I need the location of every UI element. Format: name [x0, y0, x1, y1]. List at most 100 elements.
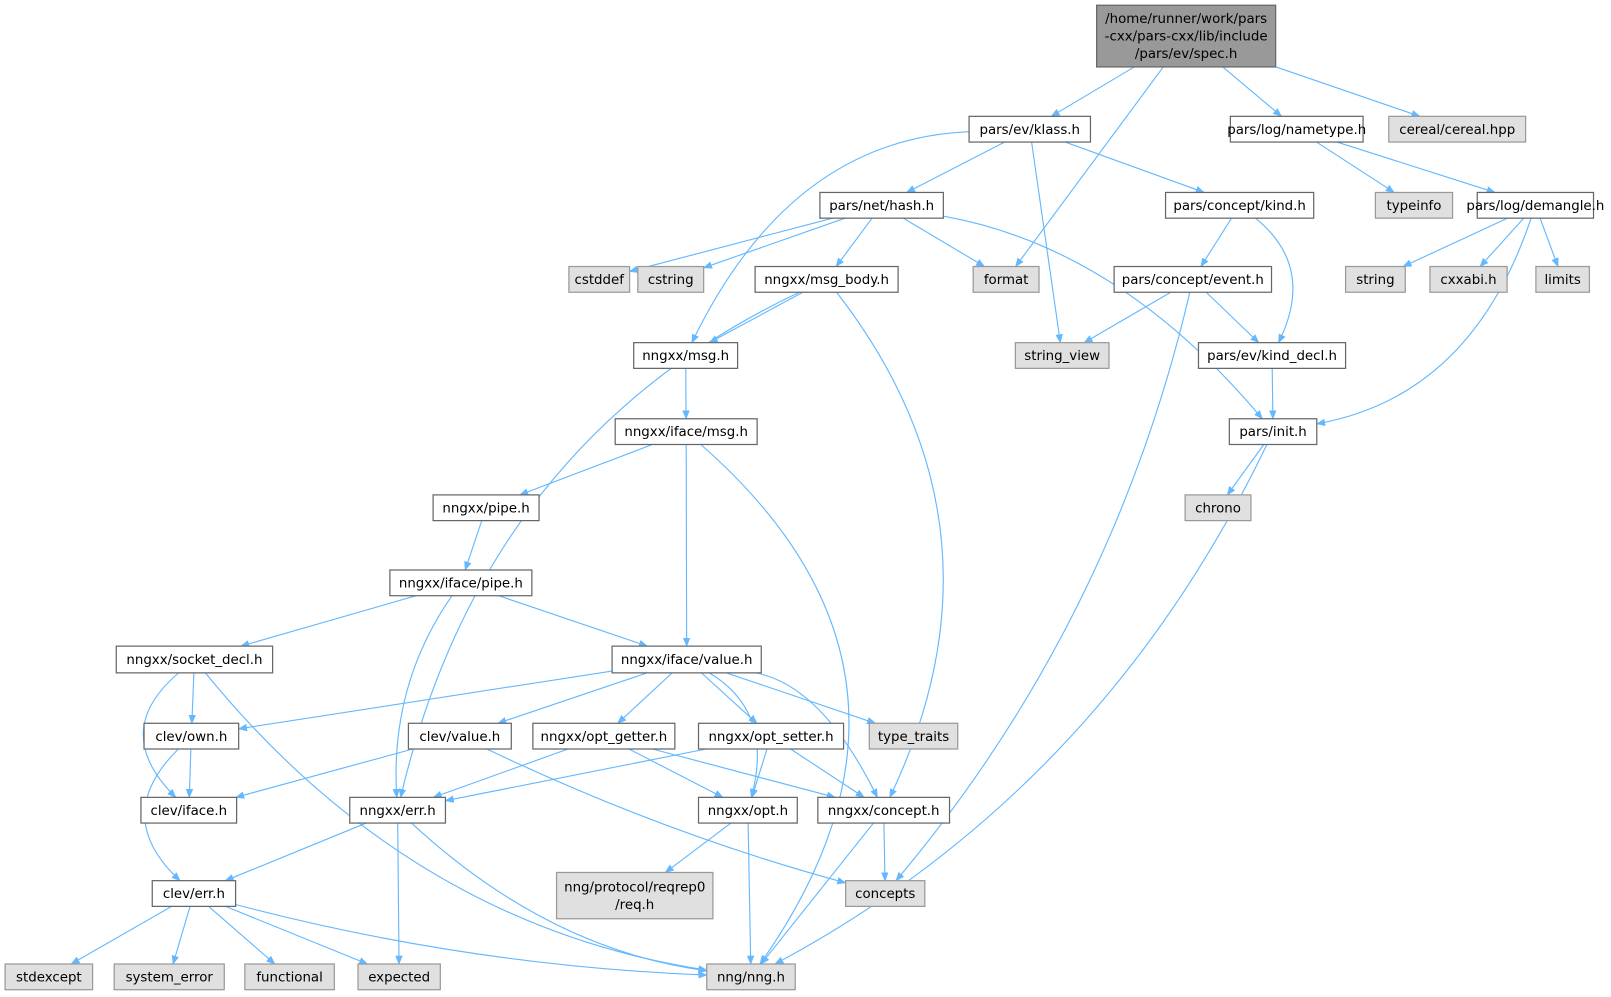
node-label: nngxx/err.h — [360, 804, 436, 819]
node-init[interactable]: pars/init.h — [1228, 418, 1318, 446]
node-box — [1535, 265, 1591, 293]
node-spec[interactable]: /home/runner/work/pars-cxx/pars-cxx/lib/… — [1096, 4, 1277, 68]
node-iface[interactable]: clev/iface.h — [140, 796, 238, 824]
edge-hash-to-format — [902, 217, 986, 268]
node-opt[interactable]: nngxx/opt.h — [697, 796, 798, 824]
node-box — [1429, 265, 1508, 293]
node-type-traits[interactable]: type_traits — [868, 722, 959, 750]
node-value[interactable]: clev/value.h — [407, 722, 512, 750]
node-label: clev/iface.h — [150, 804, 227, 819]
node-label: nngxx/concept.h — [828, 804, 940, 819]
node-cereal[interactable]: cereal/cereal.hpp — [1388, 115, 1527, 143]
node-box — [697, 796, 798, 824]
edge-init-to-chrono — [1226, 444, 1265, 496]
node-label: cereal/cereal.hpp — [1399, 123, 1515, 138]
node-iface-msg[interactable]: nngxx/iface/msg.h — [614, 418, 758, 446]
node-cxxabi[interactable]: cxxabi.h — [1429, 265, 1508, 293]
node-box — [407, 722, 512, 750]
edge-hash-to-cstddef — [628, 217, 833, 273]
node-expected[interactable]: expected — [357, 963, 441, 991]
node-box — [972, 265, 1040, 293]
node-demangle[interactable]: pars/log/demangle.h — [1466, 191, 1604, 219]
node-event[interactable]: pars/concept/event.h — [1113, 265, 1273, 293]
edge-hash-to-init — [943, 215, 1263, 420]
edge-demangle-to-cxxabi — [1479, 217, 1525, 268]
node-box — [113, 963, 225, 991]
node-nng-req[interactable]: nng/protocol/reqrep0/req.h — [555, 871, 714, 920]
node-string[interactable]: string — [1344, 265, 1406, 293]
node-msg-body[interactable]: nngxx/msg_body.h — [754, 265, 899, 293]
node-concept[interactable]: nngxx/concept.h — [817, 796, 951, 824]
edge-demangle-to-init — [1315, 217, 1532, 427]
node-label: typeinfo — [1387, 199, 1442, 214]
node-label: nngxx/opt_setter.h — [708, 730, 833, 745]
edge-demangle-to-limits — [1539, 217, 1559, 268]
node-box — [1476, 191, 1595, 219]
node-msg[interactable]: nngxx/msg.h — [633, 342, 739, 369]
node-box — [637, 265, 705, 293]
node-box — [817, 796, 951, 824]
node-kind-decl[interactable]: pars/ev/kind_decl.h — [1197, 342, 1347, 369]
node-label: stdexcept — [16, 970, 82, 985]
node-box — [614, 418, 758, 446]
edge-hash-to-msg_body — [835, 217, 873, 268]
edge-iface_value-to-type_traits — [726, 672, 877, 725]
node-label: concepts — [855, 887, 915, 902]
edge-demangle-to-string — [1402, 217, 1508, 268]
node-string-view[interactable]: string_view — [1014, 342, 1110, 369]
node-nng[interactable]: nng/nng.h — [706, 963, 796, 991]
node-label: functional — [256, 970, 322, 985]
node-label: string — [1356, 273, 1394, 288]
node-label: nng/protocol/reqrep0 — [564, 880, 705, 895]
node-box — [754, 265, 899, 293]
node-box — [697, 722, 845, 750]
edge-kind-to-event — [1200, 217, 1232, 268]
edge-concept-to-nng — [760, 822, 874, 965]
edge-spec-to-format — [1015, 66, 1164, 268]
edge-kind_decl-to-init — [1269, 368, 1277, 420]
node-own[interactable]: clev/own.h — [143, 722, 240, 750]
edge-event-to-kind_decl — [1205, 291, 1260, 344]
node-limits[interactable]: limits — [1535, 265, 1591, 293]
node-iface-value[interactable]: nngxx/iface/value.h — [611, 645, 762, 674]
edge-nametype-to-typeinfo — [1316, 141, 1395, 193]
node-nametype[interactable]: pars/log/nametype.h — [1227, 115, 1366, 143]
node-cstring[interactable]: cstring — [637, 265, 705, 293]
node-stdexcept[interactable]: stdexcept — [4, 963, 94, 991]
node-typeinfo[interactable]: typeinfo — [1374, 191, 1454, 219]
node-box — [1344, 265, 1406, 293]
node-box — [1374, 191, 1454, 219]
node-format[interactable]: format — [972, 265, 1040, 293]
node-label: nngxx/socket_decl.h — [126, 653, 262, 668]
node-kind[interactable]: pars/concept/kind.h — [1164, 191, 1315, 219]
edge-init-to-nng — [774, 444, 1268, 965]
edge-msg_body-to-concept — [836, 291, 944, 799]
node-box — [140, 796, 238, 824]
node-chrono[interactable]: chrono — [1184, 494, 1252, 522]
edge-opt_getter-to-opt — [628, 748, 724, 798]
node-clev-err[interactable]: clev/err.h — [151, 880, 237, 908]
node-socket-decl[interactable]: nngxx/socket_decl.h — [115, 645, 274, 674]
node-concepts[interactable]: concepts — [845, 880, 926, 908]
node-label: cstring — [648, 273, 694, 288]
node-system-error[interactable]: system_error — [113, 963, 225, 991]
node-iface-pipe[interactable]: nngxx/iface/pipe.h — [389, 569, 533, 597]
node-label: clev/value.h — [419, 730, 500, 745]
node-functional[interactable]: functional — [244, 963, 335, 991]
node-klass[interactable]: pars/ev/klass.h — [968, 115, 1092, 143]
node-cstddef[interactable]: cstddef — [568, 265, 631, 293]
node-err[interactable]: nngxx/err.h — [349, 796, 447, 824]
node-label: nngxx/iface/value.h — [621, 653, 753, 668]
edge-kind-to-kind_decl — [1255, 217, 1294, 344]
edge-msg_body-to-err — [398, 291, 800, 799]
node-hash[interactable]: pars/net/hash.h — [819, 191, 944, 219]
node-pipe[interactable]: nngxx/pipe.h — [432, 494, 540, 522]
node-box — [151, 880, 237, 908]
edge-iface_pipe-to-err — [392, 595, 453, 799]
node-opt-setter[interactable]: nngxx/opt_setter.h — [697, 722, 845, 750]
node-opt-getter[interactable]: nngxx/opt_getter.h — [532, 722, 676, 750]
node-box — [1096, 4, 1277, 68]
edge-err-to-expected — [395, 823, 403, 965]
node-box — [143, 722, 240, 750]
edge-iface_pipe-to-iface_value — [498, 595, 649, 647]
